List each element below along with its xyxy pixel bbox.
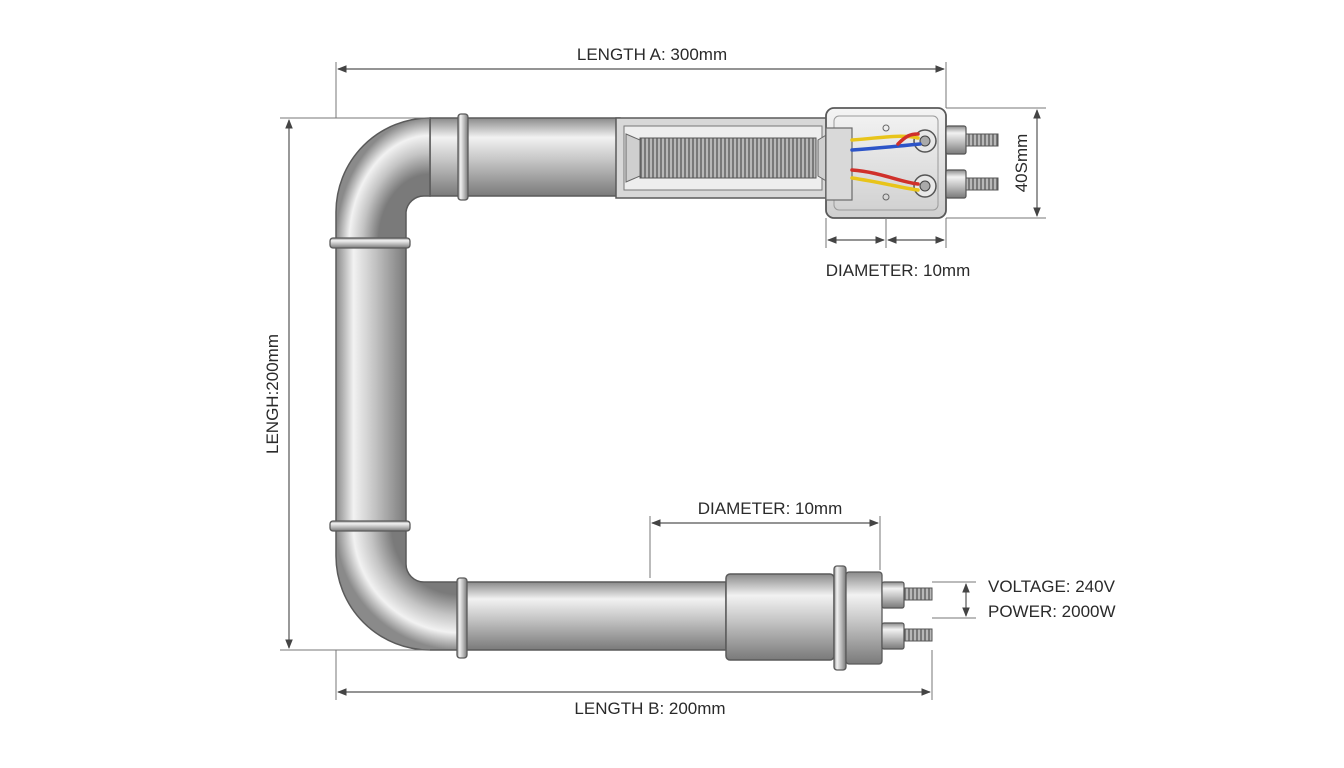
wire-yellow-upper	[850, 134, 920, 142]
box-height-label: 40Smm	[1012, 134, 1031, 193]
terminal-box	[825, 107, 999, 219]
collar-lower-vertical	[329, 520, 411, 532]
wire-yellow-lower	[850, 176, 920, 192]
heating-coil	[639, 137, 817, 179]
height-label: LENGH:200mm	[263, 334, 282, 454]
wiring	[850, 132, 922, 192]
bottom-bend	[335, 526, 461, 651]
voltage-label: VOLTAGE: 240V	[988, 577, 1116, 596]
collar-upper-vertical	[329, 237, 411, 249]
wire-red-lower	[850, 168, 920, 186]
diameter-bottom-label: DIAMETER: 10mm	[698, 499, 843, 518]
diameter-top-label: DIAMETER: 10mm	[826, 261, 971, 280]
collar-top	[457, 113, 469, 201]
coil-cutaway	[615, 117, 829, 199]
length-a-label: LENGTH A: 300mm	[577, 45, 727, 64]
bottom-tube-section	[459, 581, 727, 651]
power-label: POWER: 2000W	[988, 602, 1116, 621]
labels: LENGTH A: 300mm LENGTH B: 200mm LENGH:20…	[263, 45, 1116, 718]
box-studs	[945, 125, 999, 199]
collar-bottom	[456, 577, 468, 659]
wire-red-upper	[896, 132, 920, 146]
top-bend	[335, 117, 431, 244]
wire-blue	[850, 142, 922, 152]
heating-tube	[329, 113, 727, 659]
length-b-label: LENGTH B: 200mm	[574, 699, 725, 718]
vertical-tube-section	[335, 242, 407, 528]
dimension-lines	[280, 62, 1046, 700]
bottom-fitting	[725, 565, 933, 671]
